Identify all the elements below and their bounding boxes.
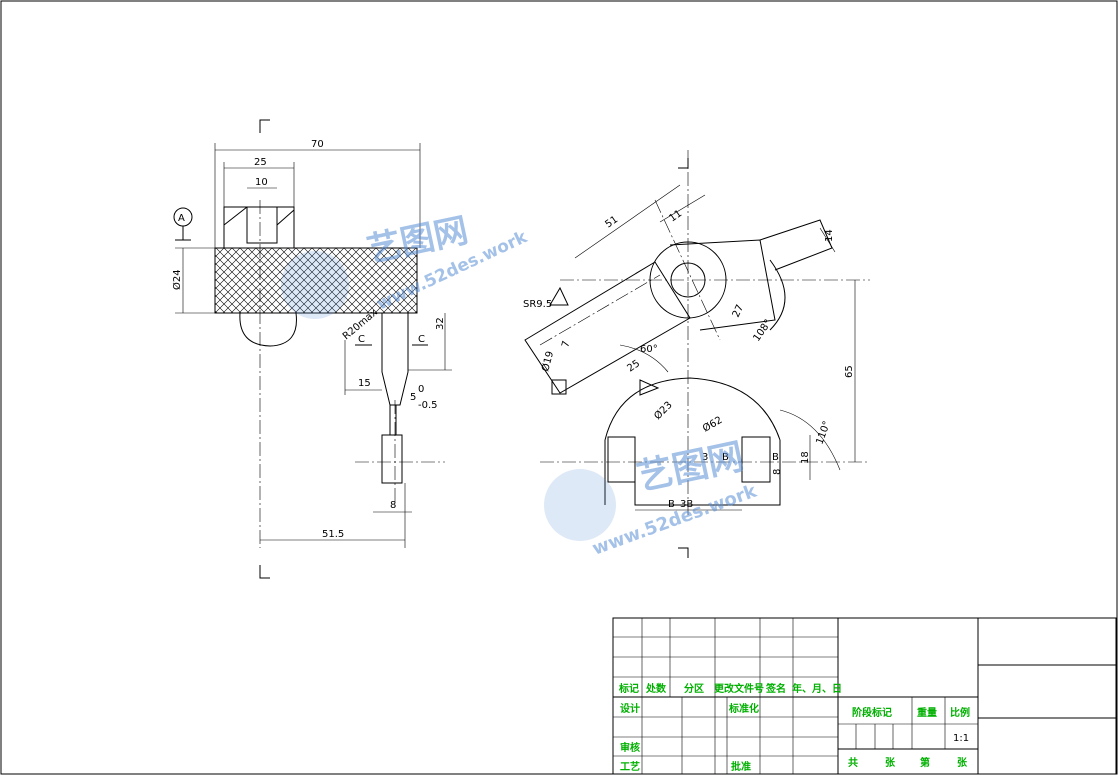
watermark-logo-icon	[544, 469, 616, 541]
tb-header-change-doc: 更改文件号	[714, 682, 764, 695]
dim-18: 18	[800, 451, 811, 464]
tb-row-process: 工艺	[620, 760, 640, 773]
sr-triangle	[549, 286, 569, 306]
title-block-labels: 标记 处数 分区 更改文件号 签名 年、月、日 设计 标准化 审核 工艺 批准 …	[618, 682, 970, 773]
dim-dia24: Ø24	[171, 269, 183, 290]
tb-header-zone: 分区	[684, 682, 704, 695]
lower-boss-left	[607, 436, 636, 483]
dim-65: 65	[844, 365, 855, 378]
dim-b-right: B	[772, 452, 779, 463]
dim-32: 32	[435, 317, 446, 330]
watermark-lower: 艺图网 www.52des.work	[544, 436, 761, 560]
tb-scale-label: 比例	[950, 706, 970, 719]
stem	[381, 313, 409, 406]
lower-body-arc	[604, 377, 781, 441]
main-body-section	[214, 247, 418, 314]
tb-total: 共	[848, 756, 858, 769]
dim-b-left: B	[722, 452, 729, 463]
tb-row-standard: 标准化	[728, 702, 759, 715]
datum-label: A	[178, 213, 185, 224]
pin-end	[551, 379, 567, 395]
tb-header-signature: 签名	[765, 682, 786, 695]
dim-5-lower-tol: -0.5	[418, 400, 438, 411]
lower-boss-right	[741, 436, 771, 483]
tb-row-approve: 批准	[731, 760, 751, 773]
title-block-frame	[612, 617, 1117, 775]
angled-pin	[524, 261, 691, 394]
dim-14: 14	[824, 229, 835, 242]
dim-5: 5	[410, 392, 416, 403]
dim-dia19: Ø19	[539, 350, 556, 373]
dim-25: 25	[254, 157, 267, 168]
tb-row-design: 设计	[620, 702, 640, 715]
main-body-outline	[214, 247, 418, 314]
dim-b-bottom: B	[668, 499, 675, 510]
dim-51-5: 51.5	[322, 529, 344, 540]
top-bore	[246, 206, 278, 244]
dim-8-right: 8	[772, 469, 783, 475]
tb-sheets-1: 张	[885, 756, 896, 769]
dim-3: 3	[702, 452, 708, 463]
dim-108deg: 108°	[751, 318, 774, 344]
tb-header-date: 年、月、日	[792, 682, 842, 695]
left-view-labels: A 70 25 10 Ø24 R20max 32 15 5 0 -0.5 8 5…	[171, 139, 446, 540]
tb-header-count: 处数	[645, 682, 667, 695]
dim-70: 70	[311, 139, 324, 150]
tb-header-mark: 标记	[618, 682, 639, 695]
dim-7: 7	[560, 340, 572, 349]
section-mark-left: C	[358, 334, 365, 345]
view-corner-mark	[678, 158, 689, 169]
dim-sr9-5: SR9.5	[523, 299, 552, 310]
right-view	[524, 150, 870, 558]
dim-11: 11	[667, 208, 684, 224]
dim-25-right: 25	[625, 358, 642, 374]
tb-scale-value: 1:1	[953, 733, 969, 744]
watermark-logo-icon	[281, 251, 349, 319]
tb-stage-mark: 阶段标记	[852, 706, 892, 719]
view-corner-mark	[678, 547, 689, 558]
dim-60deg: 60°	[640, 344, 658, 355]
view-corner-mark	[259, 565, 270, 579]
dim-8: 8	[390, 500, 396, 511]
tb-row-review: 审核	[620, 741, 640, 754]
tb-weight: 重量	[917, 706, 937, 719]
title-block	[612, 617, 1117, 775]
view-corner-mark	[259, 119, 270, 133]
handle	[759, 219, 833, 271]
upper-arm	[669, 239, 776, 331]
tb-sheet-no: 第	[920, 756, 930, 769]
dim-dia23: Ø23	[652, 399, 675, 422]
dim-3b: 3B	[680, 499, 693, 510]
dim-27: 27	[731, 303, 746, 319]
watermark-url: www.52des.work	[590, 480, 761, 559]
tb-sheets-2: 张	[957, 756, 968, 769]
section-mark-right: C	[418, 334, 425, 345]
dim-15: 15	[358, 378, 371, 389]
dim-5-upper-tol: 0	[418, 384, 424, 395]
dim-dia62: Ø62	[701, 414, 725, 435]
dim-10: 10	[255, 177, 268, 188]
bottom-lug	[239, 312, 297, 347]
stem-end	[381, 434, 403, 484]
left-view	[173, 119, 452, 579]
dim-110deg: 110°	[814, 420, 833, 446]
